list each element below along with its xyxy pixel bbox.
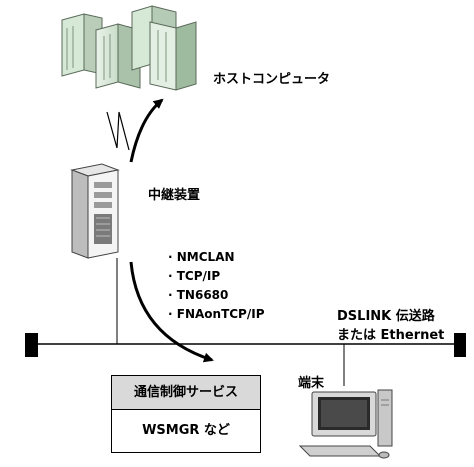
relay-device-label: 中継装置 xyxy=(148,188,201,203)
arrow-relay-to-host xyxy=(129,98,164,163)
protocol-item: · NMCLAN xyxy=(168,250,235,264)
network-terminator-left xyxy=(25,333,38,357)
protocol-item: · TN6680 xyxy=(168,288,229,302)
protocol-list: · NMCLAN · TCP/IP · TN6680 · FNAonTCP/IP xyxy=(168,248,265,324)
service-box: 通信制御サービス WSMGR など xyxy=(111,375,261,453)
service-box-body: WSMGR など xyxy=(142,423,230,438)
terminal-label: 端末 xyxy=(298,376,325,391)
desktop-computer-icon xyxy=(298,389,393,459)
arrow-relay-to-service xyxy=(129,261,214,363)
mainframe-icon xyxy=(61,5,197,91)
host-computer-label: ホストコンピュータ xyxy=(213,72,331,87)
protocol-item: · FNAonTCP/IP xyxy=(168,307,265,321)
protocol-item: · TCP/IP xyxy=(168,269,221,283)
lightning-link-icon xyxy=(106,111,130,151)
line-type-label-1: DSLINK 伝送路 xyxy=(337,309,435,324)
server-tower-icon xyxy=(70,163,120,259)
service-box-header: 通信制御サービス xyxy=(112,376,260,410)
network-terminator-right xyxy=(454,333,466,357)
line-type-label-2: または Ethernet xyxy=(337,328,445,343)
